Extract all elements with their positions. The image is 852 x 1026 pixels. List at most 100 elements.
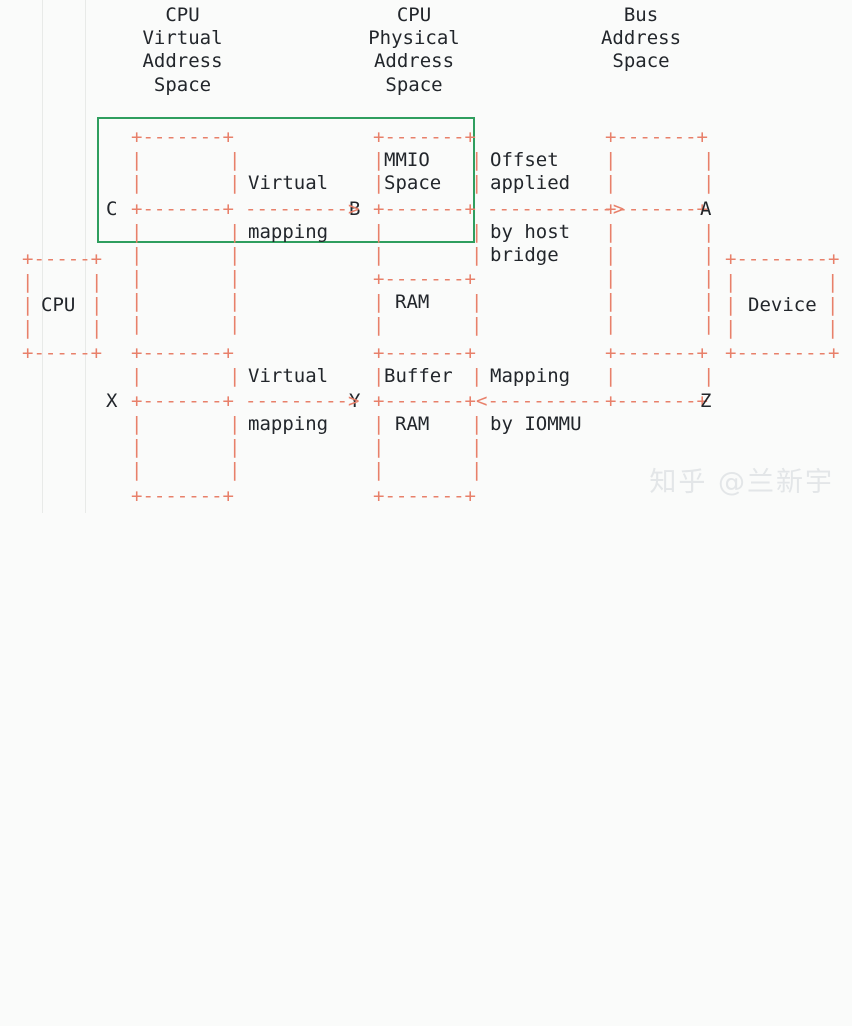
col1-left-rail-m2: | bbox=[131, 244, 143, 266]
col1-left-rail-m3: | bbox=[131, 267, 143, 289]
col2-bottom-edge: +-------+ bbox=[373, 485, 476, 507]
col1-right-rail-upper: | bbox=[229, 149, 241, 171]
col2-left-rail-g1: | bbox=[373, 221, 385, 243]
col3-left-rail-m4: | bbox=[605, 290, 617, 312]
device-box-right-rail2: | bbox=[827, 294, 839, 316]
cpu-box-right-rail3: | bbox=[91, 317, 103, 339]
col3-left-rail-m1: | bbox=[605, 221, 617, 243]
cpu-box-label: CPU bbox=[41, 294, 76, 316]
col2-left-rail-ram1: | bbox=[373, 291, 385, 313]
col1-left-rail-m5: | bbox=[131, 313, 143, 335]
background-vertical-rule-2 bbox=[85, 0, 86, 513]
col1-right-rail-m3: | bbox=[229, 267, 241, 289]
col2-right-rail-mmio1: | bbox=[471, 149, 483, 171]
col1-left-rail-l1: | bbox=[131, 365, 143, 387]
col1-left-rail-m1: | bbox=[131, 221, 143, 243]
cpu-box-left-rail2: | bbox=[22, 294, 34, 316]
col3-left-rail-m3: | bbox=[605, 267, 617, 289]
col3-top-edge: +-------+ bbox=[605, 126, 708, 148]
caption-mapping-by-iommu-2: by IOMMU bbox=[490, 413, 582, 435]
col1-right-rail-upper2: | bbox=[229, 172, 241, 194]
col3-right-rail-l1: | bbox=[703, 365, 715, 387]
col2-left-rail-mmio2: | bbox=[373, 172, 385, 194]
col1-left-rail-l3: | bbox=[131, 436, 143, 458]
col2-left-rail-g2: | bbox=[373, 244, 385, 266]
col2-right-rail-ram2: | bbox=[471, 314, 483, 336]
col2-ram-top-edge: +-------+ bbox=[373, 268, 476, 290]
cpu-box-left-rail1: | bbox=[22, 271, 34, 293]
col2-right-rail-g2: | bbox=[471, 244, 483, 266]
col2-right-rail-ram1: | bbox=[471, 291, 483, 313]
cpu-box-top-edge: +-----+ bbox=[22, 248, 103, 270]
caption-offset-applied-2: applied bbox=[490, 172, 571, 194]
col3-left-rail-l1: | bbox=[605, 365, 617, 387]
point-label-y: Y bbox=[349, 390, 361, 412]
col2-right-rail-buf1: | bbox=[471, 365, 483, 387]
device-box-left-rail3: | bbox=[725, 317, 737, 339]
arrow-z-to-y: <---------- bbox=[476, 390, 602, 412]
col2-ram-bottom-edge: +-------+ bbox=[373, 342, 476, 364]
zhihu-watermark: 知乎 @兰新宇 bbox=[649, 467, 834, 498]
col1-bottom-edge: +-------+ bbox=[131, 485, 234, 507]
device-box-left-rail1: | bbox=[725, 271, 737, 293]
point-label-x: X bbox=[106, 390, 118, 412]
cpu-box-left-rail3: | bbox=[22, 317, 34, 339]
col3-right-rail-m2: | bbox=[703, 244, 715, 266]
caption-virtual-mapping-bottom: Virtual bbox=[248, 365, 329, 387]
point-label-z: Z bbox=[700, 390, 712, 412]
col2-right-rail-g1: | bbox=[471, 221, 483, 243]
caption-offset-applied-1: Offset bbox=[490, 149, 559, 171]
col1-left-rail-m4: | bbox=[131, 290, 143, 312]
caption-offset-applied-4: bridge bbox=[490, 244, 559, 266]
ram-lower-label: RAM bbox=[395, 413, 430, 435]
col2-right-rail-mmio2: | bbox=[471, 172, 483, 194]
col3-right-rail-m4: | bbox=[703, 290, 715, 312]
cpu-box-right-rail1: | bbox=[91, 271, 103, 293]
col1-right-rail-l1: | bbox=[229, 365, 241, 387]
col2-left-rail-mmio1: | bbox=[373, 149, 385, 171]
ram-upper-label: RAM bbox=[395, 291, 430, 313]
col1-right-rail-m4: | bbox=[229, 290, 241, 312]
col2-right-rail-buf4: | bbox=[471, 459, 483, 481]
col3-mid-edge-2: +-------+ bbox=[605, 342, 708, 364]
col2-left-rail-buf4: | bbox=[373, 459, 385, 481]
buffer-label: Buffer bbox=[384, 365, 453, 387]
col1-right-rail-l4: | bbox=[229, 459, 241, 481]
device-box-bottom-edge: +--------+ bbox=[725, 342, 840, 364]
col1-top-edge: +-------+ bbox=[131, 126, 234, 148]
device-box-left-rail2: | bbox=[725, 294, 737, 316]
col3-right-rail-m3: | bbox=[703, 267, 715, 289]
col3-left-rail-m2: | bbox=[605, 244, 617, 266]
col1-left-rail-l4: | bbox=[131, 459, 143, 481]
arrow-c-to-b: ---------> bbox=[245, 198, 360, 220]
mmio-space-label-line2: Space bbox=[384, 172, 442, 194]
caption-virtual-mapping-bottom-2: mapping bbox=[248, 413, 329, 435]
col3-right-rail-u1: | bbox=[703, 149, 715, 171]
point-label-b: B bbox=[349, 198, 361, 220]
col2-mid-edge-y: +-------+ bbox=[373, 390, 476, 412]
col2-right-rail-buf3: | bbox=[471, 436, 483, 458]
caption-mapping-by-iommu-1: Mapping bbox=[490, 365, 571, 387]
device-box-label: Device bbox=[748, 294, 817, 316]
col1-left-rail-l2: | bbox=[131, 413, 143, 435]
col2-left-rail-buf1: | bbox=[373, 365, 385, 387]
device-box-right-rail3: | bbox=[827, 317, 839, 339]
col3-left-rail-m5: | bbox=[605, 313, 617, 335]
col1-right-rail-l2: | bbox=[229, 413, 241, 435]
mmio-space-label-line1: MMIO bbox=[384, 149, 430, 171]
point-label-a: A bbox=[700, 198, 712, 220]
col1-right-rail-m5: | bbox=[229, 313, 241, 335]
col1-left-rail-upper2: | bbox=[131, 172, 143, 194]
device-box-right-rail1: | bbox=[827, 271, 839, 293]
device-box-top-edge: +--------+ bbox=[725, 248, 840, 270]
col3-right-rail-m1: | bbox=[703, 221, 715, 243]
col3-right-rail-m5: | bbox=[703, 313, 715, 335]
col1-mid-edge-2: +-------+ bbox=[131, 342, 234, 364]
col3-mid-edge-z: +-------+ bbox=[605, 390, 708, 412]
col2-mid-edge-b: +-------+ bbox=[373, 198, 476, 220]
arrow-b-to-a: -----------> bbox=[487, 198, 625, 220]
